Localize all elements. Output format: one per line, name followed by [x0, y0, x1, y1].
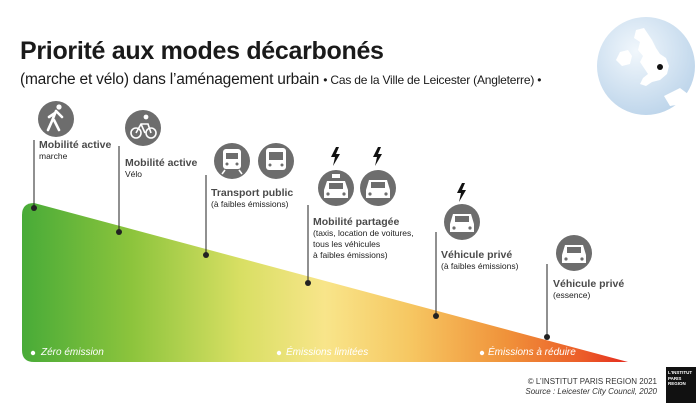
taxi-icon — [318, 170, 354, 206]
bicycle-icon — [125, 110, 161, 146]
mode-private-low: Véhicule privé (à faibles émissions) — [441, 249, 518, 272]
mode-label: Mobilité active — [125, 157, 198, 169]
mode-private-petrol: Véhicule privé (essence) — [553, 278, 624, 301]
page-title: Priorité aux modes décarbonés — [20, 37, 384, 65]
mode-detail: à faibles émissions) — [313, 250, 388, 260]
mode-walking: Mobilité active marche — [39, 139, 111, 162]
zone-limited-emission: Émissions limitées — [286, 347, 369, 358]
logo-line: PARIS — [668, 375, 682, 381]
mode-public-transport: Transport public (à faibles émissions) — [211, 187, 293, 210]
copyright: © L’INSTITUT PARIS REGION 2021 — [527, 377, 657, 386]
subtitle-main: (marche et vélo) dans l’aménagement urba… — [20, 71, 320, 88]
zone-reduce-emission: Émissions à réduire — [488, 347, 576, 358]
mode-detail: Vélo — [125, 169, 143, 179]
mode-detail: (taxis, location de voitures, — [313, 228, 414, 238]
logo-line: REGION — [668, 381, 686, 386]
marker-stems — [33, 140, 548, 337]
pedestrian-icon — [38, 101, 74, 137]
bus-icon — [258, 143, 294, 179]
mode-cycling: Mobilité active Vélo — [125, 157, 197, 180]
mode-label: Mobilité partagée — [313, 216, 400, 228]
electric-car-icon — [360, 170, 396, 206]
electric-bolt-icons — [331, 147, 466, 202]
source: Source : Leicester City Council, 2020 — [525, 387, 657, 396]
car-icon — [556, 235, 592, 271]
mode-label: Transport public — [211, 187, 294, 199]
mode-detail: tous les véhicules — [313, 239, 381, 249]
train-icon — [214, 143, 250, 179]
institut-logo: L'INSTITUT PARIS REGION — [666, 367, 696, 403]
subtitle-case: • Cas de la Ville de Leicester (Angleter… — [323, 73, 542, 87]
mode-shared: Mobilité partagée (taxis, location de vo… — [313, 216, 414, 261]
mode-detail: (à faibles émissions) — [211, 199, 289, 209]
mode-label: Mobilité active — [39, 139, 112, 151]
mode-detail: (essence) — [553, 290, 591, 300]
marker-dots — [31, 205, 550, 340]
emission-gradient-wedge — [22, 203, 628, 362]
mode-label: Véhicule privé — [441, 249, 513, 261]
mode-label: Véhicule privé — [553, 278, 625, 290]
logo-line: L'INSTITUT — [668, 370, 693, 375]
zone-zero-emission: Zéro émission — [41, 347, 104, 358]
zone-dots — [30, 350, 485, 356]
mode-detail: (à faibles émissions) — [441, 261, 519, 271]
private-electric-car-icon — [444, 204, 480, 240]
uk-map-globe — [597, 17, 695, 115]
subtitle: (marche et vélo) dans l’aménagement urba… — [20, 71, 541, 89]
mode-detail: marche — [39, 151, 68, 161]
credit: © L’INSTITUT PARIS REGION 2021 Source : … — [525, 377, 657, 397]
